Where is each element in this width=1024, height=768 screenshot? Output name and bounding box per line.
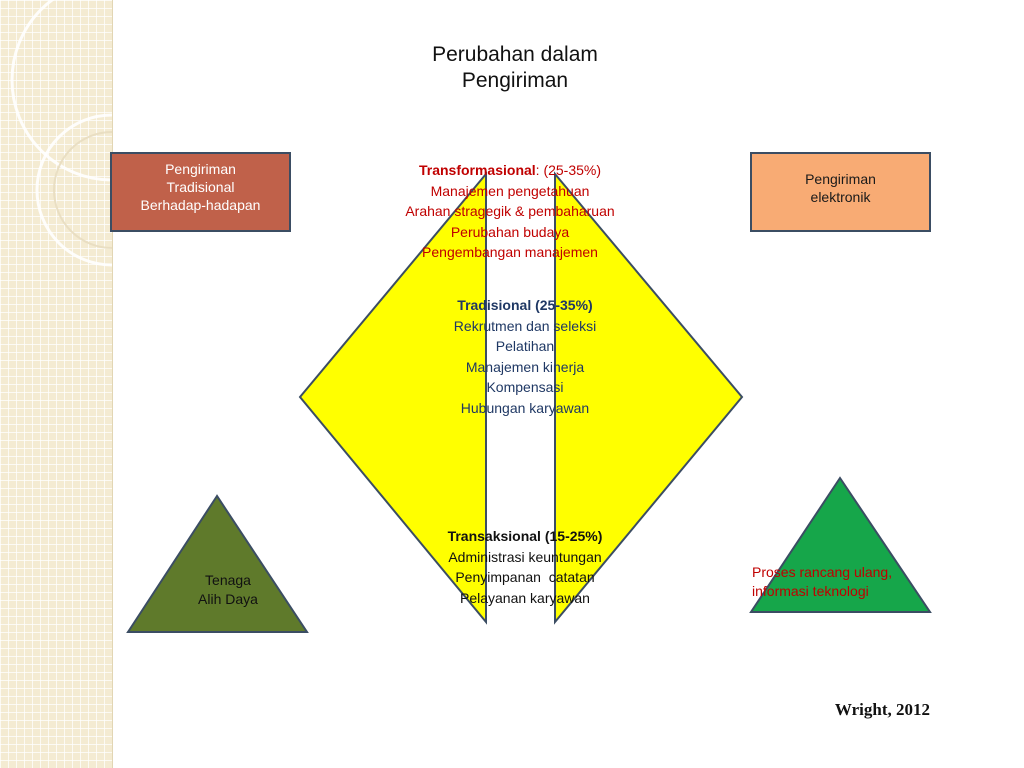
traditional-block: Tradisional (25-35%) Rekrutmen dan selek… [395,295,655,418]
list-item: Pelatihan [495,338,555,354]
box-line: Berhadap-hadapan [140,197,261,213]
title-line-2: Pengiriman [461,69,569,92]
list-item: Perubahan budaya [450,223,570,240]
decorative-sidebar [0,0,113,768]
electronic-delivery-box: Pengiriman elektronik [750,152,931,232]
title-line-1: Perubahan dalam [432,43,598,66]
left-triangle [126,494,309,633]
box-line: Pengiriman [805,171,876,187]
list-item: Administrasi keuntungan [448,548,602,565]
traditional-delivery-box: Pengiriman Tradisional Berhadap-hadapan [110,152,291,232]
transformational-range: : (25-35%) [535,162,602,178]
right-half-diamond [554,171,744,625]
tri-line: Proses rancang ulang, [752,564,893,580]
list-item: Penyimpanan catatan [455,569,595,585]
tri-line: Alih Daya [198,591,258,607]
list-item: Pelayanan karyawan [460,589,590,606]
transformational-heading: Transformasional [418,162,536,178]
list-item: Pengembangan manajemen [422,244,598,260]
sidebar-circles-decoration [10,0,112,267]
transformational-heading-line: Transformasional: (25-35%) [360,160,660,181]
process-redesign-label: Proses rancang ulang, informasi teknolog… [752,563,962,601]
transformational-block: Transformasional: (25-35%) Manajemen pen… [360,160,660,263]
list-item: Hubungan karyawan [460,399,590,416]
box-line: Pengiriman [165,161,236,177]
transactional-heading: Transaksional (15-25%) [447,528,603,544]
list-item: Manajemen pengetahuan [430,182,590,199]
slide-title: Perubahan dalam Pengiriman [380,42,650,94]
left-half-diamond [298,171,487,625]
list-item: Arahan stragegik & pembaharuan [405,203,615,219]
tri-line: Tenaga [205,572,251,588]
transactional-block: Transaksional (15-25%) Administrasi keun… [395,526,655,608]
citation: Wright, 2012 [834,700,930,719]
list-item: Rekrutmen dan seleksi [453,317,597,334]
box-line: Tradisional [166,179,235,195]
box-line: elektronik [810,189,871,205]
list-item: Kompensasi [486,379,564,395]
list-item: Manajemen kinerja [465,358,585,375]
tri-line: informasi teknologi [752,583,869,599]
right-triangle [749,476,932,613]
traditional-heading: Tradisional (25-35%) [457,297,593,313]
outsourcing-label: Tenaga Alih Daya [168,571,288,609]
